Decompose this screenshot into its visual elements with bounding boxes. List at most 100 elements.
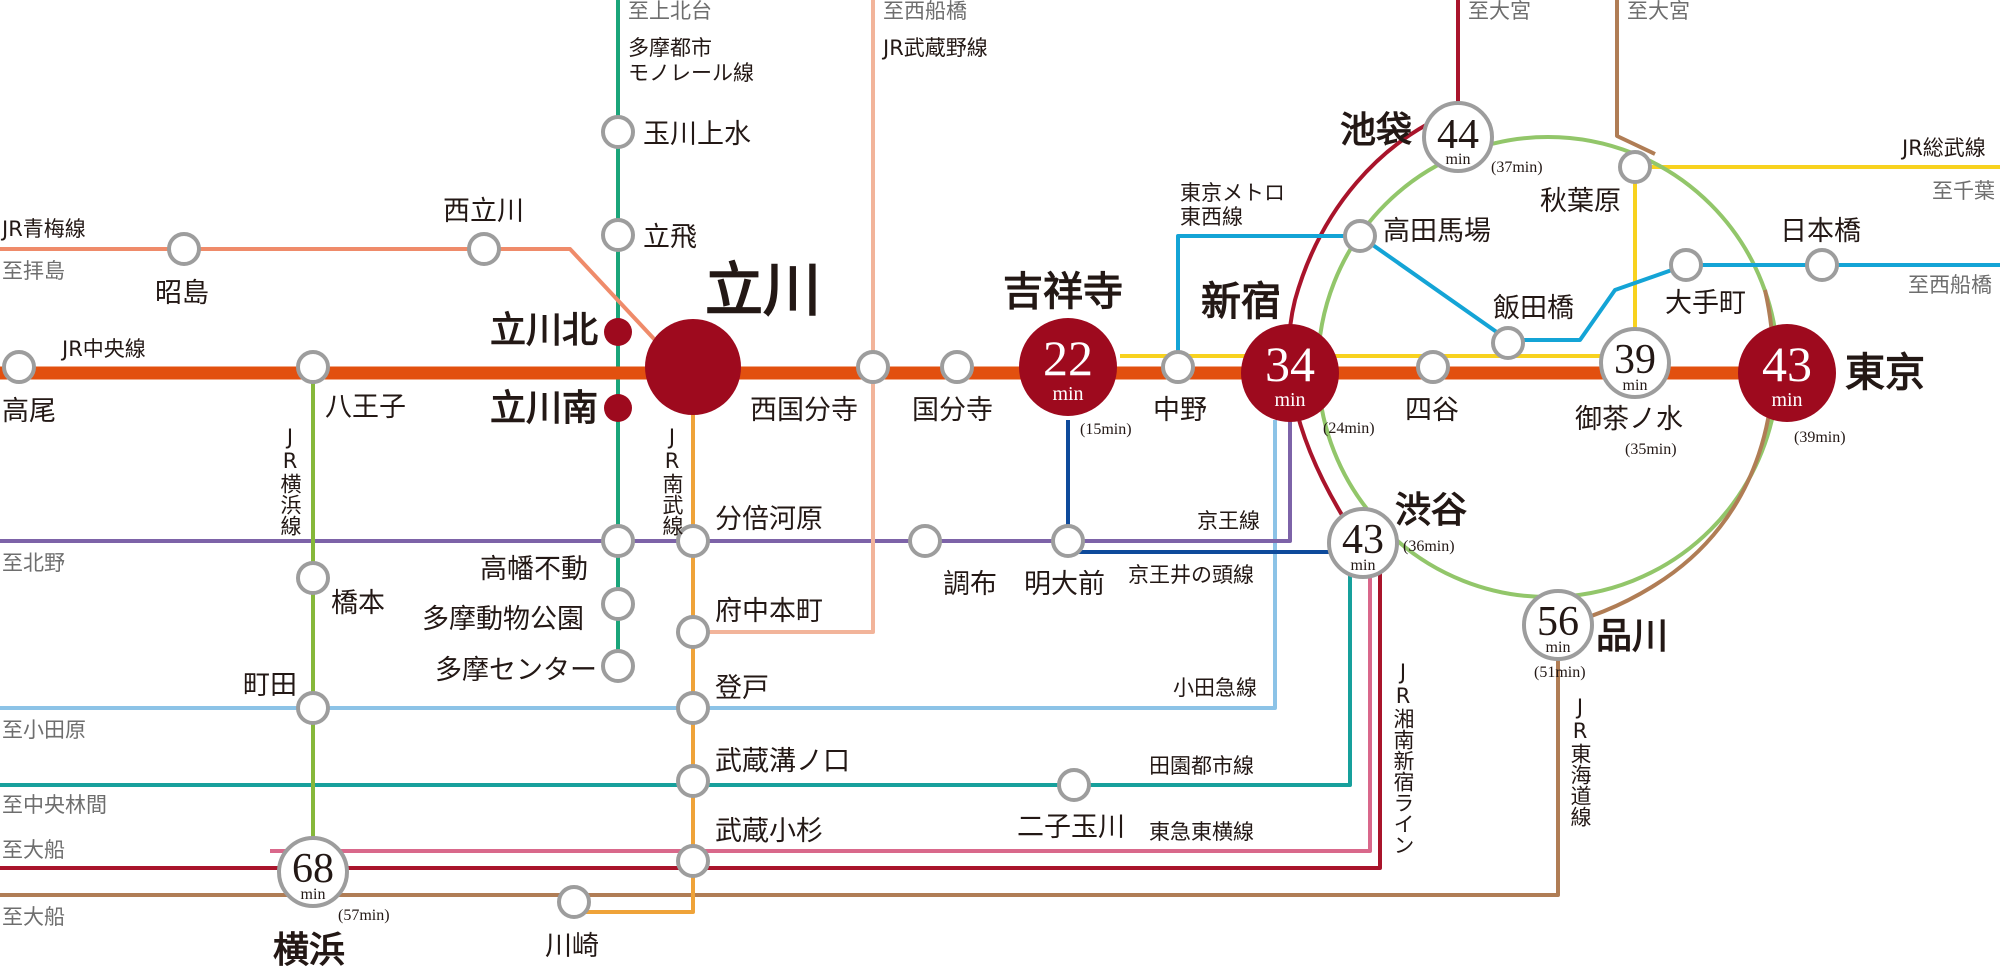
time-badge-tokyo[interactable]: 43 min xyxy=(1738,324,1836,422)
station-marker-akihabara xyxy=(1618,150,1652,184)
label-nishitachikawa: 西立川 xyxy=(443,196,524,227)
label-akishima: 昭島 xyxy=(155,278,209,309)
time-unit: min xyxy=(1446,151,1471,168)
line-labels: JR青梅線 JR中央線 多摩都市 モノレール線 JR武蔵野線 東京メトロ 東西線… xyxy=(0,36,1986,855)
odakyu-line xyxy=(0,420,1277,710)
time-kichijoji: 22 xyxy=(1043,330,1093,386)
label-ochanomizu: 御茶ノ水 xyxy=(1575,404,1683,435)
label-fuchuhonmachi: 府中本町 xyxy=(715,596,823,627)
station-marker-tachikawaminami xyxy=(604,394,632,422)
line-label-monorail-1: 多摩都市 xyxy=(628,36,712,60)
line-label-odakyu: 小田急線 xyxy=(1173,676,1257,700)
time-note-ikebukuro: (37min) xyxy=(1491,159,1543,176)
time-badge-shinagawa[interactable]: 56 min xyxy=(1522,589,1594,661)
label-nihonbashi: 日本橋 xyxy=(1780,216,1861,247)
line-label-chuo: JR中央線 xyxy=(60,337,146,361)
station-marker-machida xyxy=(296,691,330,725)
label-chofu: 調布 xyxy=(943,569,997,600)
time-badge-shinjuku[interactable]: 34 min xyxy=(1241,324,1339,422)
label-hachioji: 八王子 xyxy=(325,392,406,423)
label-takahatafudo: 高幡不動 xyxy=(480,554,588,585)
label-tachikawa: 立川 xyxy=(705,256,821,324)
label-musashimizonokuchi: 武蔵溝ノ口 xyxy=(715,746,850,777)
direction-omiya-2: 至大宮 xyxy=(1627,0,1690,23)
time-unit: min xyxy=(1351,557,1376,574)
station-marker-kawasaki xyxy=(557,885,591,919)
time-badge-kichijoji[interactable]: 22 min xyxy=(1019,318,1117,416)
time-unit: min xyxy=(1623,377,1648,394)
label-kichijoji: 吉祥寺 xyxy=(1003,268,1123,315)
time-ochanomizu: 39 xyxy=(1614,337,1656,383)
label-tamadobutsukoen: 多摩動物公園 xyxy=(422,604,584,635)
direction-nishifunabashi-right: 至西船橋 xyxy=(1908,273,1992,297)
time-shinagawa: 56 xyxy=(1537,599,1579,645)
label-takao: 高尾 xyxy=(2,396,56,427)
time-note-yokohama: (57min) xyxy=(338,907,390,924)
station-marker-meidaimae xyxy=(1051,524,1085,558)
station-markers xyxy=(2,115,1839,919)
label-futakotamagawa: 二子玉川 xyxy=(1017,812,1125,843)
station-marker-fuchuhonmachi xyxy=(676,615,710,649)
time-badge-shibuya[interactable]: 43 min xyxy=(1327,507,1399,579)
station-marker-iidabashi xyxy=(1491,326,1525,360)
label-nakano: 中野 xyxy=(1153,395,1207,426)
station-marker-otemachi xyxy=(1669,248,1703,282)
sobu-line xyxy=(1120,165,2000,358)
label-shibuya: 渋谷 xyxy=(1395,489,1467,531)
line-label-monorail-2: モノレール線 xyxy=(628,61,754,85)
label-shinjuku: 新宿 xyxy=(1201,278,1281,325)
direction-ofuna-2: 至大船 xyxy=(2,905,65,929)
tokaido-line xyxy=(0,625,1560,897)
direction-ofuna-1: 至大船 xyxy=(2,838,65,862)
station-marker-noborito xyxy=(676,691,710,725)
station-marker-tamagawajosui xyxy=(601,115,635,149)
label-kokubunji: 国分寺 xyxy=(912,395,993,426)
time-badge-ochanomizu[interactable]: 39 min xyxy=(1599,327,1671,399)
label-tokyo: 東京 xyxy=(1845,349,1925,396)
label-tamagawajosui: 玉川上水 xyxy=(643,119,751,150)
station-marker-tachihi xyxy=(601,218,635,252)
label-nishikokubunji: 西国分寺 xyxy=(750,395,858,426)
label-ikebukuro: 池袋 xyxy=(1340,109,1412,151)
toyoko-line xyxy=(270,560,1372,853)
station-marker-hachioji xyxy=(296,350,330,384)
station-marker-yotsuya xyxy=(1416,350,1450,384)
station-marker-tamadobutsukoen xyxy=(601,587,635,621)
line-label-sobu: JR総武線 xyxy=(1900,136,1986,160)
line-label-tokaido: JR東海道線 xyxy=(1568,695,1592,827)
label-yotsuya: 四谷 xyxy=(1405,395,1459,426)
direction-haijima: 至拝島 xyxy=(2,259,65,283)
time-badge-yokohama[interactable]: 68 min xyxy=(277,836,349,908)
label-tachihi: 立飛 xyxy=(643,222,697,253)
time-badge-ikebukuro[interactable]: 44 min xyxy=(1422,101,1494,173)
station-marker-nihonbashi xyxy=(1805,248,1839,282)
label-hashimoto: 橋本 xyxy=(331,588,385,619)
label-takadanobaba: 高田馬場 xyxy=(1383,216,1491,247)
label-otemachi: 大手町 xyxy=(1665,288,1746,319)
label-iidabashi: 飯田橋 xyxy=(1493,293,1574,324)
label-kawasaki: 川崎 xyxy=(545,931,599,962)
time-tokyo: 43 xyxy=(1762,336,1812,392)
keihin-tohoku-line xyxy=(1615,0,1656,156)
station-marker-chofu xyxy=(908,524,942,558)
station-marker-tachikawa xyxy=(645,319,741,415)
time-note-shibuya: (36min) xyxy=(1403,538,1455,555)
line-label-shonan: JR湘南新宿ライン xyxy=(1391,660,1415,855)
time-unit: min xyxy=(301,886,326,903)
time-note-kichijoji: (15min) xyxy=(1080,421,1132,438)
station-marker-tachikawakita xyxy=(604,318,632,346)
station-marker-nishikokubunji xyxy=(856,350,890,384)
station-marker-hashimoto xyxy=(296,561,330,595)
line-label-tozai-2: 東西線 xyxy=(1180,205,1243,229)
station-marker-musashikosugi xyxy=(676,844,710,878)
keio-line xyxy=(0,380,1292,543)
time-note-shinagawa: (51min) xyxy=(1534,664,1586,681)
label-shinagawa: 品川 xyxy=(1596,615,1668,657)
time-unit: min xyxy=(1771,389,1802,411)
label-machida: 町田 xyxy=(243,670,297,701)
time-note-tokyo: (39min) xyxy=(1794,429,1846,446)
time-note-shinjuku: (24min) xyxy=(1323,420,1375,437)
musashino-line xyxy=(693,0,875,634)
label-noborito: 登戸 xyxy=(715,673,769,704)
